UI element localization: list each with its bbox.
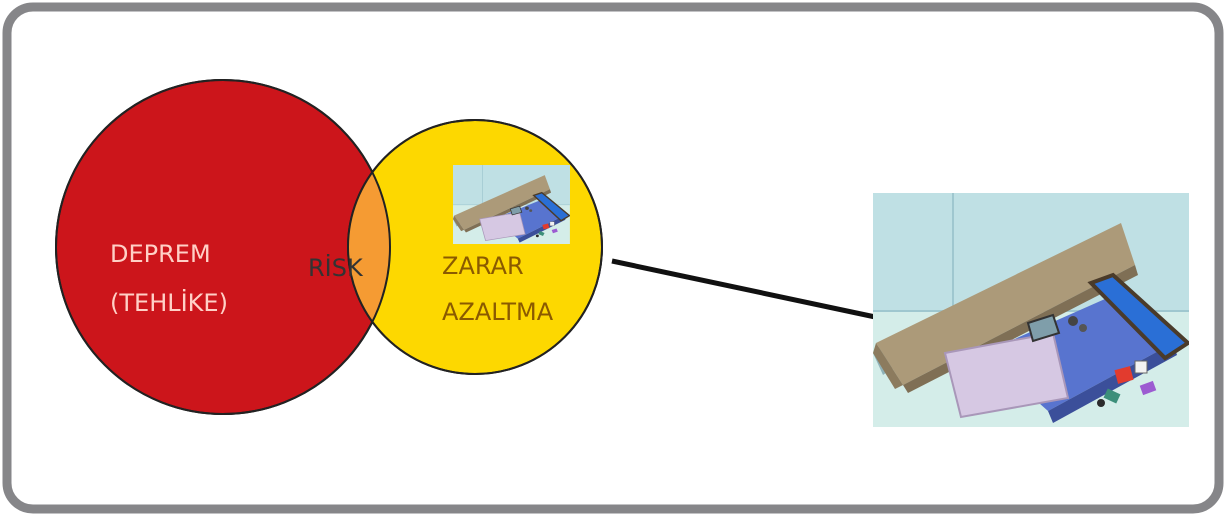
connector-line [611,258,881,321]
hazard-label-line2: (TEHLİKE) [110,288,228,317]
mitigation-label-line1: ZARAR [442,252,524,280]
hazard-label-line1: DEPREM [110,240,211,268]
hazard-circle-outline [55,79,391,415]
mitigation-label-line2: AZALTMA [442,298,554,326]
risk-label: RİSK [308,253,364,282]
small-damage-illustration [453,165,570,244]
large-damage-illustration [873,193,1189,427]
hazard-circle [55,79,391,415]
mitigation-circle-outline [347,119,603,375]
